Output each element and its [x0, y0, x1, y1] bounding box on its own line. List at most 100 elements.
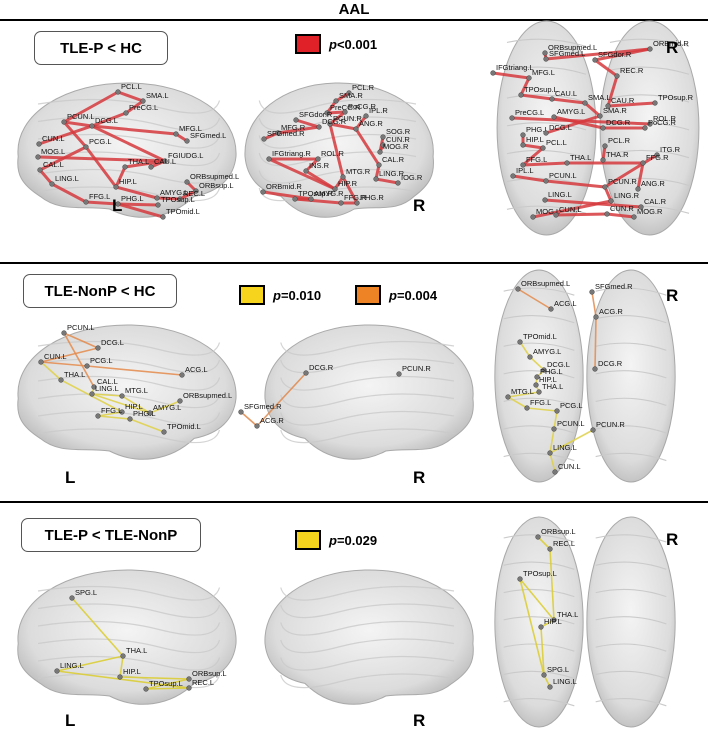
connection-edge [90, 124, 167, 163]
connection-edge [553, 410, 558, 430]
region-label: LING.L [55, 174, 79, 183]
region-node [327, 121, 333, 127]
region-node [395, 180, 401, 186]
region-node [542, 50, 548, 56]
region-node [631, 214, 637, 220]
panel-1-label: TLE-P < HC [34, 31, 168, 65]
region-node [37, 167, 43, 173]
region-node [143, 686, 149, 692]
connection-edge [507, 391, 540, 398]
region-label: DCG.R [598, 359, 623, 368]
region-node [536, 389, 542, 395]
region-label: TPOsup.R [658, 93, 694, 102]
region-node [238, 409, 244, 415]
region-label: CAL.R [382, 155, 405, 164]
region-label: CUN.L [44, 352, 67, 361]
region-node [117, 674, 123, 680]
connection-edge [544, 47, 652, 61]
region-node [542, 197, 548, 203]
region-node [303, 168, 309, 174]
region-node [377, 149, 383, 155]
region-label: HIP.L [125, 402, 143, 411]
region-label: ORBmid.R [266, 182, 302, 191]
connection-edge [526, 407, 558, 412]
region-node [551, 114, 557, 120]
connection-edge [341, 175, 359, 205]
region-node [346, 90, 352, 96]
panel-2-right-label: R [413, 468, 426, 487]
network-top-3: ORBsup.LREC.LTPOsup.LTHA.LHIP.LSPG.LLING… [517, 527, 578, 690]
region-node [363, 113, 369, 119]
region-label: FGIUDG.L [168, 151, 203, 160]
region-label: DCG.L [549, 123, 572, 132]
region-label: CAL.L [97, 377, 118, 386]
region-label: INS.R [309, 161, 330, 170]
panel-1-right-label: R [413, 196, 426, 215]
connection-edge [328, 110, 347, 126]
region-node [376, 162, 382, 168]
connection-edge [519, 578, 545, 676]
region-node [518, 92, 524, 98]
region-node [179, 372, 185, 378]
connection-edge [155, 196, 182, 201]
region-label: AMYG.R [314, 189, 344, 198]
connection-edge [603, 153, 659, 189]
region-label: PCUN.L [549, 171, 577, 180]
region-node [91, 384, 97, 390]
region-node [148, 164, 154, 170]
connection-edge [606, 101, 657, 108]
region-node [316, 124, 322, 130]
connection-edge [591, 291, 597, 318]
panel-2-label: TLE-NonP < HC [23, 274, 177, 308]
panel-3-left-label: L [65, 711, 76, 730]
connection-edge [114, 165, 127, 189]
region-label: SFGmed.L [549, 49, 585, 58]
legend-p-value: =0.004 [396, 287, 438, 303]
region-node [161, 429, 167, 435]
region-label: SFGmed.L [190, 131, 226, 140]
region-label: PoCG.R [648, 118, 677, 127]
region-node [119, 409, 125, 415]
panel-3-label: TLE-P < TLE-NonP [21, 518, 201, 552]
region-node [254, 423, 260, 429]
region-label: CAU.L [555, 89, 577, 98]
connection-edge [325, 110, 347, 115]
region-node [113, 184, 119, 190]
region-label: ROL.R [653, 114, 677, 123]
region-node [604, 211, 610, 217]
region-node [303, 370, 309, 376]
region-node [602, 143, 608, 149]
legend-p-symbol: p [329, 36, 337, 52]
connection-edge [119, 676, 190, 680]
connection-edge [550, 97, 587, 105]
region-label: FFG.L [530, 398, 551, 407]
connection-edge [521, 143, 545, 150]
region-label: CAU.R [611, 96, 635, 105]
region-node [147, 410, 153, 416]
region-node [553, 212, 559, 218]
region-node [509, 115, 515, 121]
region-node [177, 196, 183, 202]
region-label: SFGmed.R [244, 402, 282, 411]
connection-edge [63, 332, 99, 349]
divider-1 [0, 262, 708, 264]
region-node [115, 89, 121, 95]
region-node [69, 595, 75, 601]
region-label: ACG.R [260, 416, 284, 425]
connection-edge [63, 332, 95, 388]
connection-edge [114, 185, 159, 200]
connection-edge [145, 678, 190, 690]
connection-edge [606, 74, 619, 108]
connection-edge [519, 93, 554, 101]
connection-edge [549, 428, 555, 454]
region-label: LING.L [548, 190, 572, 199]
region-label: TPOmid.L [167, 422, 201, 431]
region-label: FFG.R [646, 153, 669, 162]
region-label: DCG.R [606, 118, 631, 127]
connection-edge [519, 578, 555, 621]
connection-edge [549, 452, 556, 473]
connection-edge [636, 161, 645, 191]
region-node [396, 371, 402, 377]
